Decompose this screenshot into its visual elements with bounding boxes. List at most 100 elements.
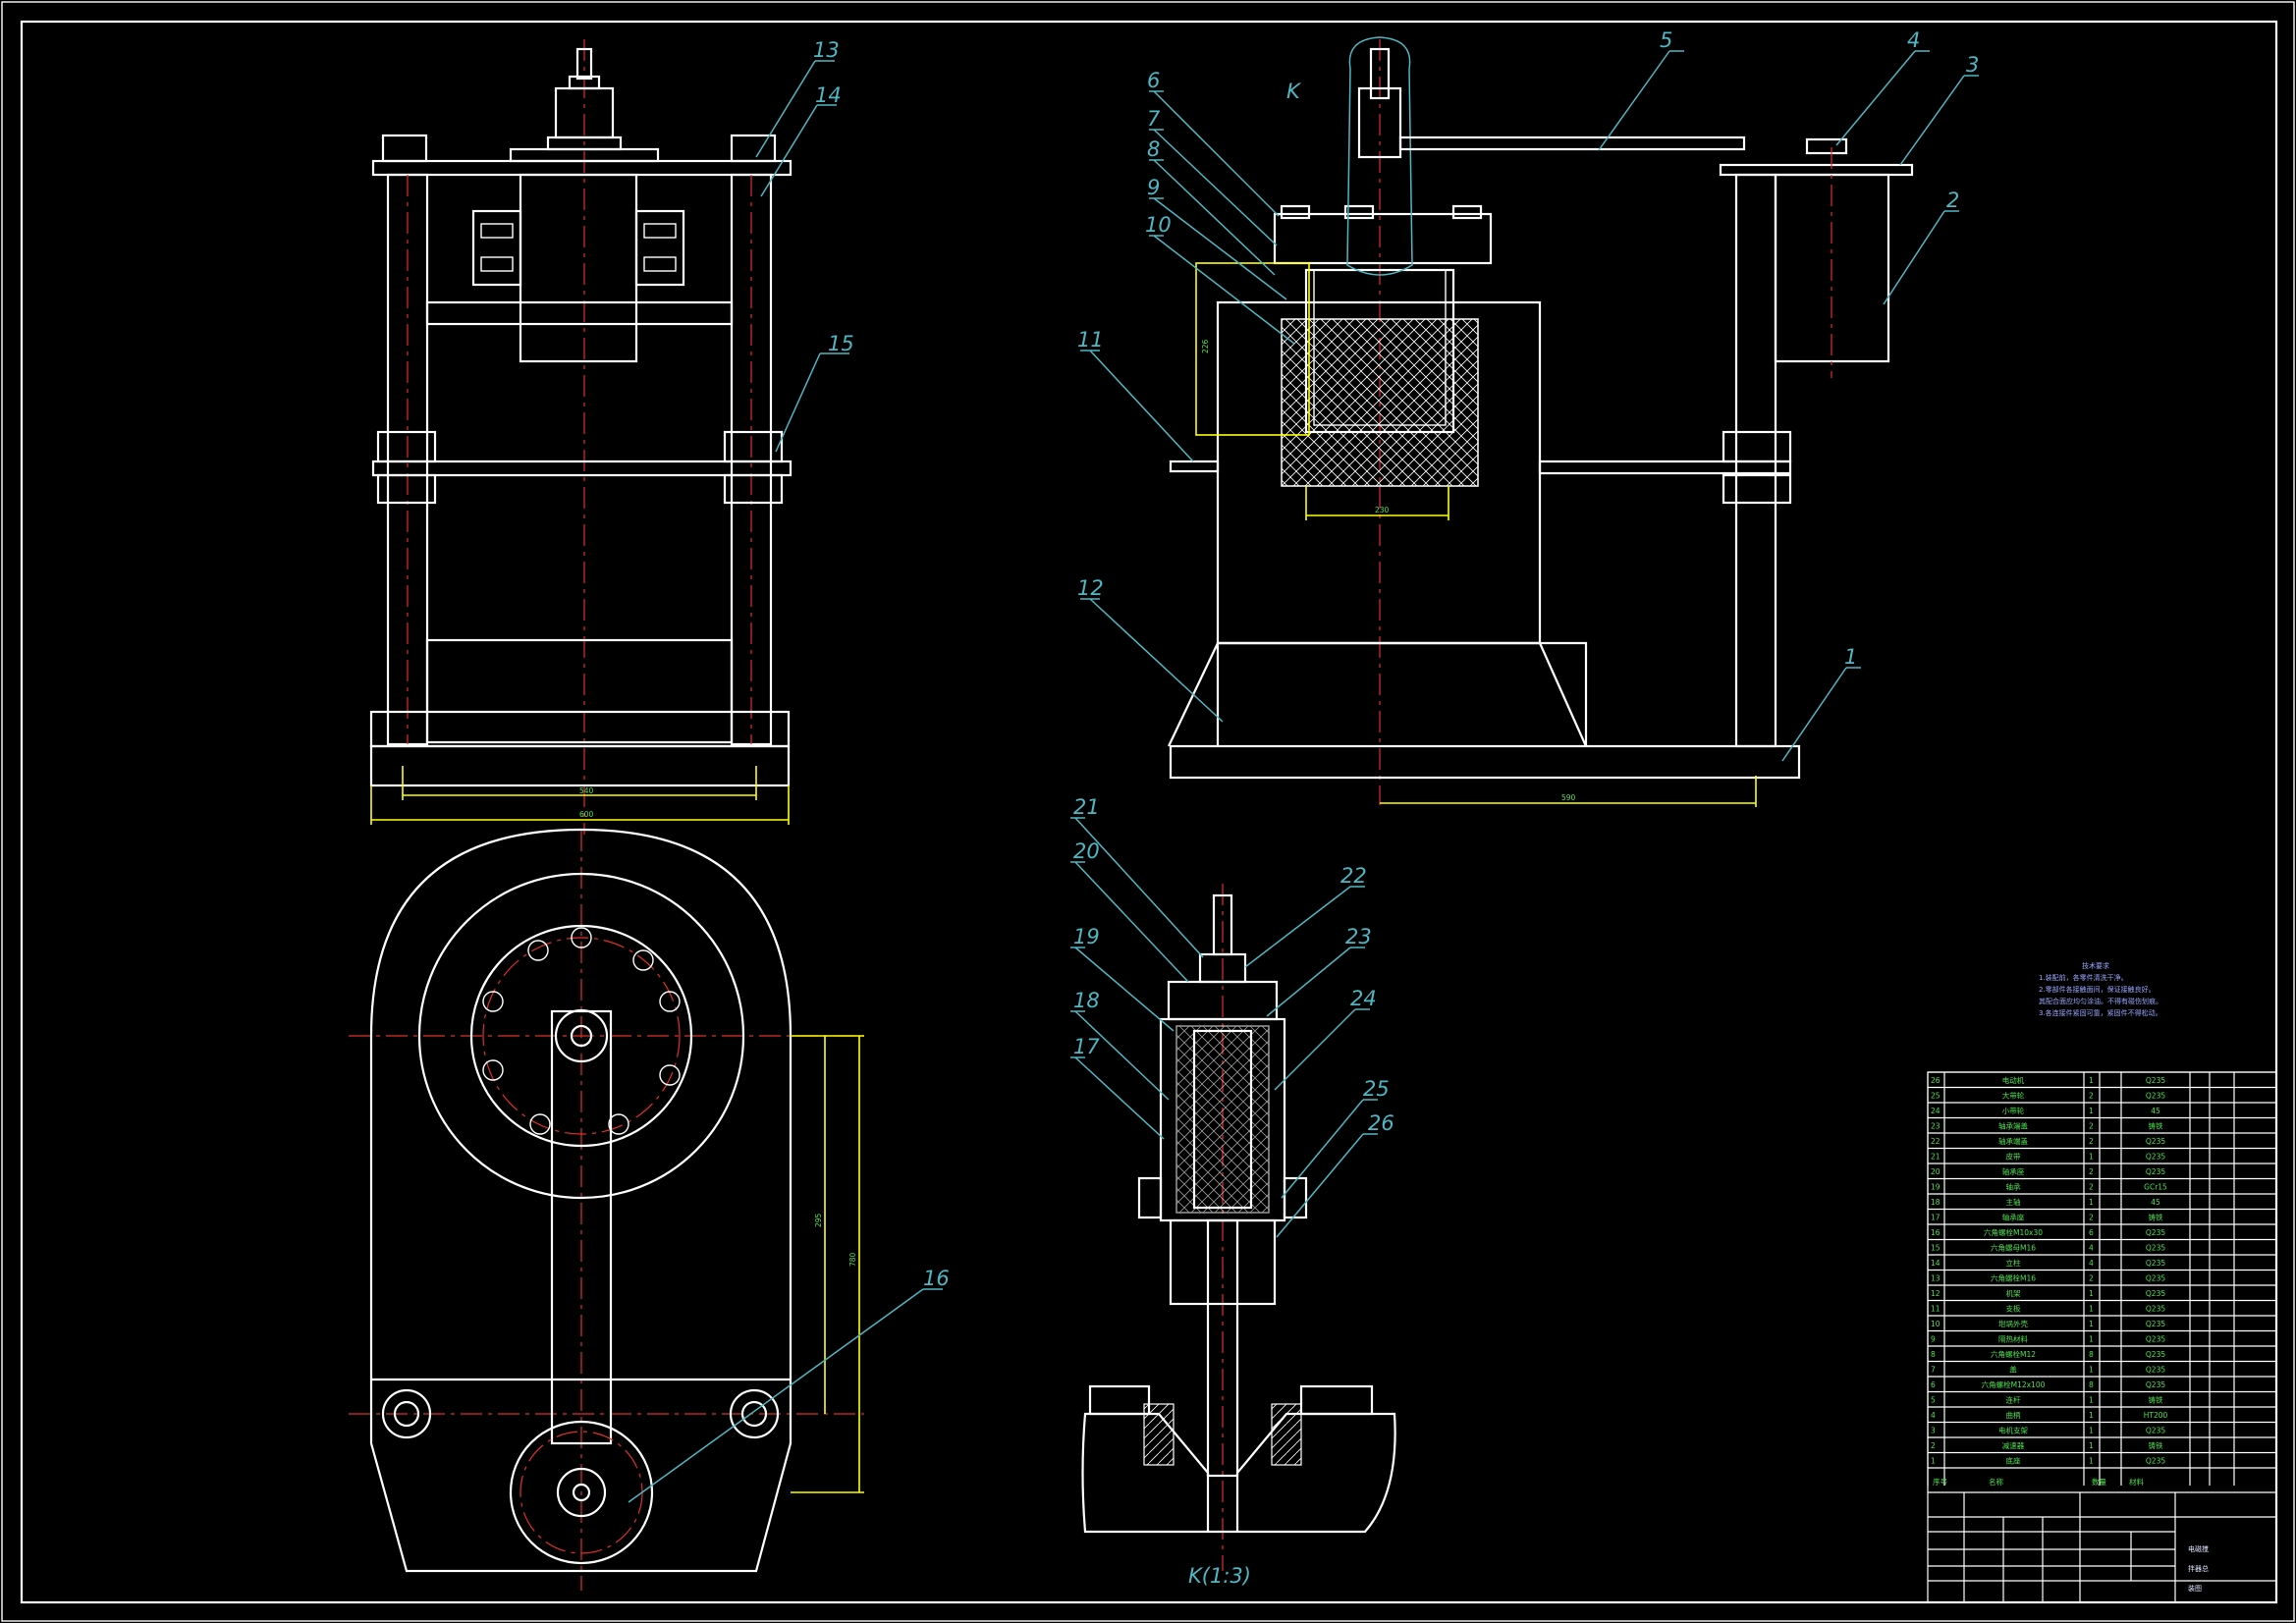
balloon-11: 11 (1077, 328, 1104, 352)
bom-cell: 2 (2089, 1167, 2094, 1176)
top-view: 295 780 (349, 828, 864, 1591)
bom-grid (1927, 1071, 2277, 1486)
bom-cell: 1 (2089, 1153, 2094, 1162)
bom-cell: 15 (1931, 1244, 1941, 1253)
bom-cell: 连杆 (2006, 1395, 2022, 1405)
balloon-22: 22 (1340, 864, 1367, 888)
bom-cell: 铸铁 (2149, 1213, 2164, 1222)
balloon-15: 15 (828, 332, 854, 355)
bom-cell: 14 (1931, 1259, 1941, 1268)
bom-cell: 24 (1931, 1107, 1941, 1115)
bom-cell: 45 (2151, 1107, 2160, 1115)
bom-cell: 4 (1931, 1411, 1936, 1420)
bom-cell: 21 (1931, 1153, 1941, 1162)
balloon-21: 21 (1073, 795, 1100, 819)
bom-header-mat: 材料 (2129, 1477, 2145, 1487)
bom-cell: 4 (2089, 1259, 2094, 1268)
balloon-4: 4 (1907, 28, 1920, 52)
notes-line-2: 2.零部件各接触面间，保证接触良好。 (2039, 985, 2156, 994)
bom-cell: 铸铁 (2149, 1121, 2164, 1131)
bom-cell: 支板 (2006, 1304, 2022, 1314)
detail-scale-label: K(1:3) (1188, 1564, 1251, 1588)
bom-cell: 2 (2089, 1214, 2094, 1222)
balloon-24: 24 (1350, 987, 1377, 1010)
bom-cell: 1 (2089, 1107, 2094, 1115)
bom-cell: 皮带 (2006, 1152, 2022, 1162)
bom-cell: 盖 (2009, 1365, 2017, 1375)
bom-cell: 25 (1931, 1092, 1941, 1101)
balloon-labels: 13 14 15 6 7 8 9 10 11 12 5 4 3 2 1 16 1… (813, 28, 1979, 1290)
bom-cell: 小带轮 (2002, 1106, 2025, 1115)
bom-cell: 机架 (2006, 1288, 2022, 1298)
detail-k-view: K(1:3) (1081, 884, 1396, 1588)
bom-frame (1927, 1071, 2277, 1603)
bom-cell: 轴承端盖 (1998, 1121, 2028, 1131)
bom-cell: 3 (1931, 1427, 1936, 1435)
notes-line-4: 3.各连接件紧固可靠，紧固件不得松动。 (2039, 1008, 2162, 1017)
technical-notes: 技术要求 1.装配前，各零件清洗干净。 2.零部件各接触面间，保证接触良好。 其… (2039, 961, 2162, 1017)
bom-cell: 1 (2089, 1076, 2094, 1085)
bom-cell: 1 (2089, 1441, 2094, 1450)
bom-cell: 9 (1931, 1335, 1936, 1344)
bom-cell: 8 (2089, 1350, 2094, 1359)
bom-cell: 曲柄 (2006, 1410, 2022, 1420)
bom-cell: 底座 (2006, 1456, 2022, 1466)
bom-cell: Q235 (2146, 1167, 2165, 1176)
bom-cell: 2 (2089, 1183, 2094, 1192)
bom-cell: HT200 (2144, 1411, 2168, 1420)
balloon-13: 13 (813, 38, 840, 62)
balloon-3: 3 (1966, 53, 1979, 77)
dim-230: 230 (1375, 506, 1390, 514)
bom-cell: 六角螺母M16 (1991, 1243, 2036, 1253)
bom-cell: 8 (2089, 1380, 2094, 1389)
bom-cell: 10 (1931, 1320, 1941, 1328)
bom-cell: 16 (1931, 1228, 1941, 1237)
front-view: 540 600 (369, 39, 793, 835)
bom-cell: 1 (2089, 1289, 2094, 1298)
bom-cell: 1 (1931, 1457, 1936, 1466)
bom-cell: 电动机 (2002, 1075, 2025, 1085)
bom-cell: Q235 (2146, 1289, 2165, 1298)
balloon-5: 5 (1660, 28, 1672, 52)
bom-cell: 轴承 (2006, 1182, 2022, 1192)
bom-cell: 六角螺栓M16 (1991, 1273, 2036, 1283)
balloon-26: 26 (1368, 1111, 1394, 1135)
bom-cell: 六角螺栓M12 (1991, 1349, 2036, 1359)
bom-cell: Q235 (2146, 1259, 2165, 1268)
bom-cell: Q235 (2146, 1228, 2165, 1237)
dim-600: 600 (579, 810, 594, 819)
bom-cell: Q235 (2146, 1092, 2165, 1101)
bom-cell: Q235 (2146, 1137, 2165, 1146)
bom-cell: 六角螺栓M10x30 (1984, 1227, 2043, 1237)
bom-cell: 17 (1931, 1214, 1941, 1222)
bom-cell: 11 (1931, 1305, 1941, 1314)
bom-cell: 1 (2089, 1335, 2094, 1344)
balloon-9: 9 (1147, 176, 1160, 199)
bom-header-qty: 数量 (2092, 1477, 2107, 1487)
dim-780: 780 (848, 1252, 857, 1267)
bom-cell: 2 (2089, 1274, 2094, 1283)
bom-cell: 2 (1931, 1441, 1936, 1450)
bom-cell: Q235 (2146, 1366, 2165, 1375)
bom-cell: 13 (1931, 1274, 1941, 1283)
balloon-7: 7 (1147, 107, 1161, 131)
bom-cell: Q235 (2146, 1335, 2165, 1344)
notes-line-3: 其配合面应均匀涂油。不得有碰伤划痕。 (2039, 997, 2162, 1005)
bom-cell: 1 (2089, 1305, 2094, 1314)
leader-lines (628, 50, 1979, 1503)
balloon-12: 12 (1077, 576, 1104, 600)
bom-cell: 铸铁 (2149, 1395, 2164, 1405)
bom-cell: 减速器 (2002, 1440, 2025, 1450)
notes-line-1: 1.装配前，各零件清洗干净。 (2039, 973, 2128, 982)
bom-cell: 1 (2089, 1198, 2094, 1207)
balloon-6: 6 (1147, 69, 1160, 92)
bom-cell: GCr15 (2144, 1183, 2167, 1192)
bom-header-no: 序号 (1933, 1477, 1947, 1487)
bom-cell: 1 (2089, 1457, 2094, 1466)
bom-cell: 4 (2089, 1244, 2094, 1253)
bom-cell: Q235 (2146, 1305, 2165, 1314)
bom-cell: 隔热材料 (1998, 1334, 2028, 1344)
bom-cell: 5 (1931, 1396, 1936, 1405)
sheet-border-inner (20, 20, 2278, 1604)
